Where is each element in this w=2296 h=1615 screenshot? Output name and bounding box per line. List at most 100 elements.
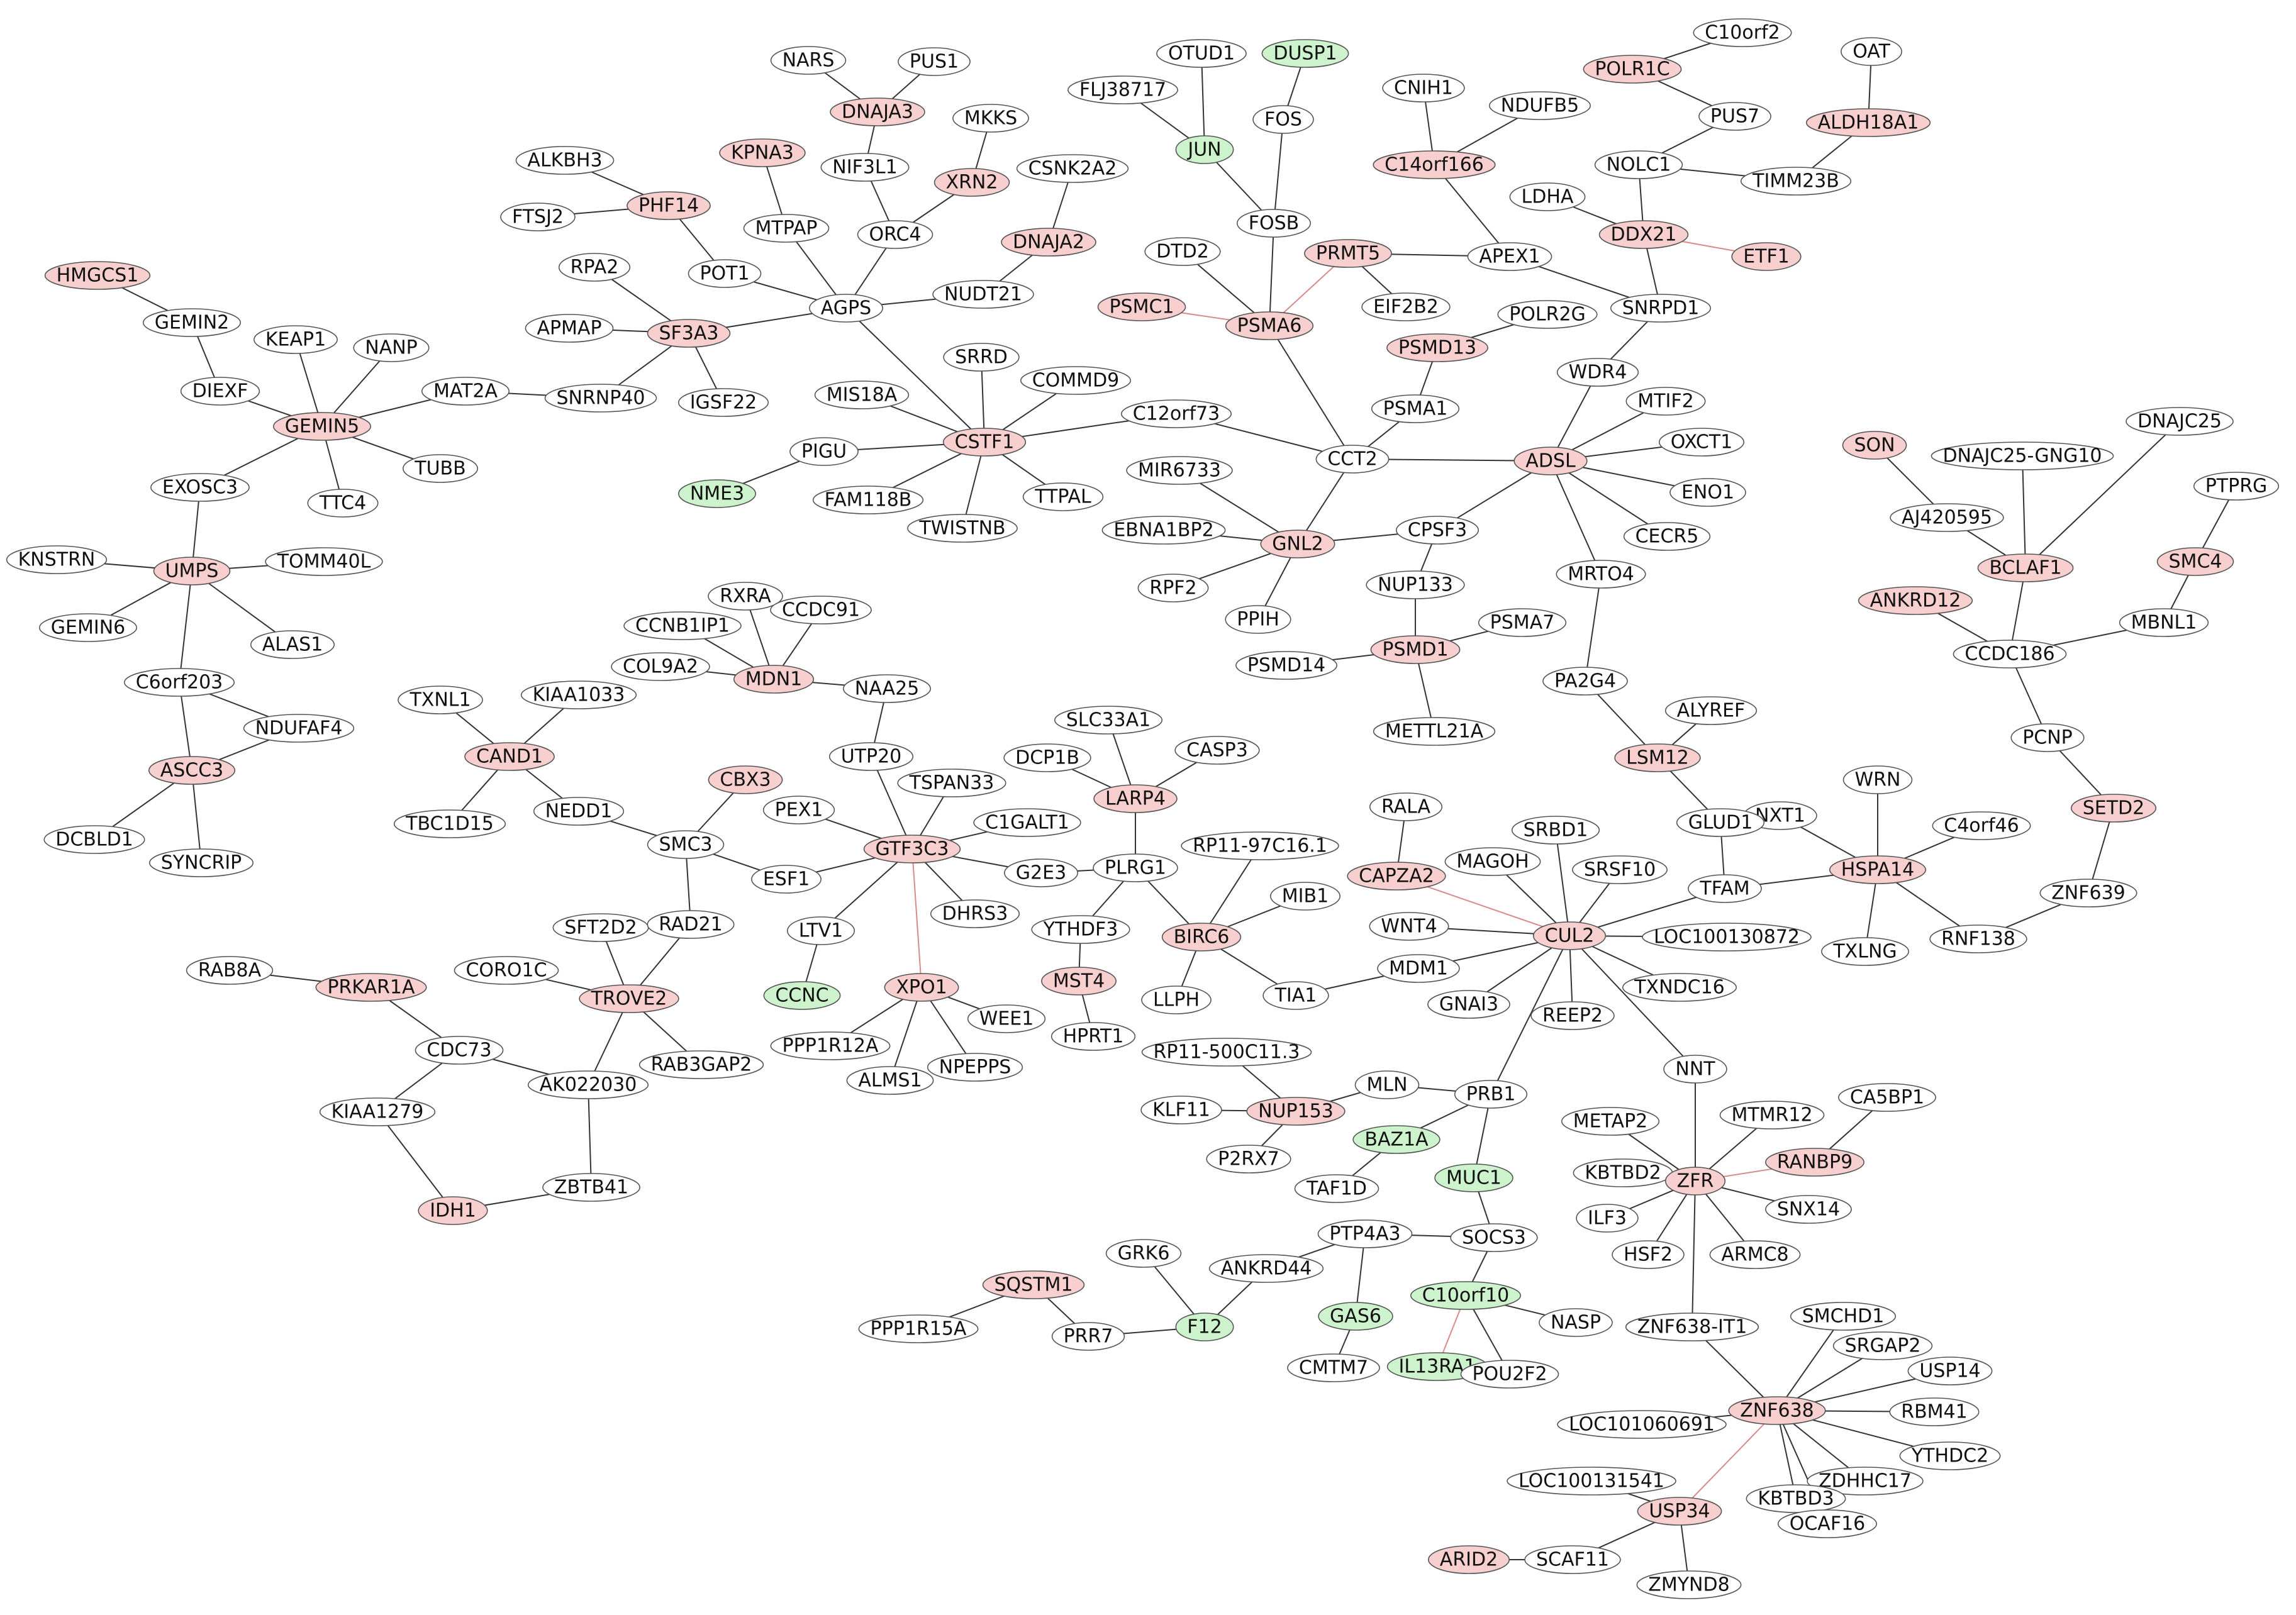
node-kiaa1033[interactable]: KIAA1033: [520, 680, 637, 709]
node-rp11-500c11-3[interactable]: RP11-500C11.3: [1141, 1038, 1312, 1067]
node-rnf138[interactable]: RNF138: [1929, 924, 2027, 953]
node-npepps[interactable]: NPEPPS: [927, 1053, 1023, 1082]
node-phf14[interactable]: PHF14: [627, 191, 711, 220]
node-rab8a[interactable]: RAB8A: [186, 956, 274, 985]
node-snx14[interactable]: SNX14: [1765, 1195, 1852, 1224]
node-mkks[interactable]: MKKS: [952, 104, 1029, 133]
node-trove2[interactable]: TROVE2: [579, 984, 679, 1013]
node-umps[interactable]: UMPS: [153, 557, 231, 586]
node-bclaf1[interactable]: BCLAF1: [1977, 553, 2074, 582]
node-ptprg[interactable]: PTPRG: [2193, 472, 2280, 501]
node-c10orf10[interactable]: C10orf10: [1410, 1281, 1522, 1310]
node-llph[interactable]: LLPH: [1141, 985, 1212, 1014]
node-usp34[interactable]: USP34: [1637, 1497, 1722, 1526]
node-setd2[interactable]: SETD2: [2070, 794, 2157, 823]
node-xpo1[interactable]: XPO1: [884, 973, 959, 1002]
node-tbc1d15[interactable]: TBC1D15: [393, 809, 506, 838]
node-alkbh3[interactable]: ALKBH3: [515, 146, 615, 175]
node-alas1[interactable]: ALAS1: [250, 630, 335, 659]
node-igsf22[interactable]: IGSF22: [677, 388, 769, 417]
node-alms1[interactable]: ALMS1: [846, 1066, 934, 1095]
node-apex1[interactable]: APEX1: [1467, 242, 1552, 271]
node-cdc73[interactable]: CDC73: [415, 1036, 504, 1065]
node-hspa14[interactable]: HSPA14: [1829, 855, 1927, 884]
node-psma6[interactable]: PSMA6: [1225, 311, 1314, 340]
node-c14orf166[interactable]: C14orf166: [1373, 150, 1496, 179]
node-cstf1[interactable]: CSTF1: [942, 428, 1027, 457]
node-smc3[interactable]: SMC3: [647, 830, 725, 859]
node-zdhhc17[interactable]: ZDHHC17: [1807, 1467, 1924, 1496]
node-alyref[interactable]: ALYREF: [1664, 696, 1758, 725]
node-ttc4[interactable]: TTC4: [307, 489, 379, 518]
node-cct2[interactable]: CCT2: [1315, 445, 1390, 474]
node-nedd1[interactable]: NEDD1: [533, 797, 625, 826]
node-klf11[interactable]: KLF11: [1140, 1096, 1222, 1124]
node-psmc1[interactable]: PSMC1: [1097, 292, 1186, 321]
node-gas6[interactable]: GAS6: [1318, 1302, 1393, 1331]
node-csnk2a2[interactable]: CSNK2A2: [1016, 154, 1129, 183]
node-smchd1[interactable]: SMCHD1: [1790, 1302, 1897, 1331]
node-prmt5[interactable]: PRMT5: [1304, 239, 1392, 268]
node-cul2[interactable]: CUL2: [1532, 921, 1607, 950]
node-grk6[interactable]: GRK6: [1105, 1239, 1182, 1268]
node-ccdc91[interactable]: CCDC91: [770, 596, 872, 624]
node-xrn2[interactable]: XRN2: [933, 168, 1010, 197]
node-ttpal[interactable]: TTPAL: [1022, 482, 1104, 511]
node-ca5bp1[interactable]: CA5BP1: [1838, 1083, 1936, 1112]
node-ebna1bp2[interactable]: EBNA1BP2: [1101, 516, 1226, 545]
node-prkar1a[interactable]: PRKAR1A: [315, 973, 427, 1002]
node-ocaf16[interactable]: OCAF16: [1777, 1509, 1878, 1538]
node-coro1c[interactable]: CORO1C: [454, 956, 559, 985]
node-tia1[interactable]: TIA1: [1262, 981, 1329, 1010]
node-ythdf3[interactable]: YTHDF3: [1031, 915, 1130, 944]
node-gtf3c3[interactable]: GTF3C3: [863, 835, 961, 863]
node-ftsj2[interactable]: FTSJ2: [500, 203, 576, 231]
node-keap1[interactable]: KEAP1: [254, 325, 338, 354]
node-apmap[interactable]: APMAP: [525, 314, 614, 343]
node-rp11-97c16-1[interactable]: RP11-97C16.1: [1181, 831, 1339, 860]
node-tomm40l[interactable]: TOMM40L: [265, 547, 383, 576]
node-kbtbd3[interactable]: KBTBD3: [1746, 1484, 1846, 1513]
node-rxra[interactable]: RXRA: [708, 582, 783, 611]
node-muc1[interactable]: MUC1: [1434, 1163, 1513, 1192]
node-nme3[interactable]: NME3: [678, 479, 756, 508]
node-rad21[interactable]: RAD21: [647, 910, 735, 939]
node-mbnl1[interactable]: MBNL1: [2119, 608, 2209, 637]
node-wee1[interactable]: WEE1: [967, 1004, 1046, 1033]
node-mdm1[interactable]: MDM1: [1377, 954, 1460, 983]
node-ltv1[interactable]: LTV1: [786, 916, 855, 945]
node-gemin5[interactable]: GEMIN5: [272, 412, 372, 441]
node-rpa2[interactable]: RPA2: [558, 253, 631, 282]
node-rpf2[interactable]: RPF2: [1137, 574, 1209, 602]
node-son[interactable]: SON: [1842, 431, 1907, 460]
node-loc100131541[interactable]: LOC100131541: [1507, 1467, 1676, 1496]
node-dnajc25[interactable]: DNAJC25: [2126, 407, 2234, 436]
node-pus1[interactable]: PUS1: [898, 47, 971, 76]
node-mat2a[interactable]: MAT2A: [421, 377, 510, 406]
node-dusp1[interactable]: DUSP1: [1261, 39, 1349, 68]
node-ppp1r15a[interactable]: PPP1R15A: [858, 1314, 979, 1343]
node-dnaja2[interactable]: DNAJA2: [1001, 228, 1096, 257]
node-fosb[interactable]: FOSB: [1236, 209, 1312, 238]
node-utp20[interactable]: UTP20: [828, 742, 914, 771]
node-casp3[interactable]: CASP3: [1174, 736, 1260, 765]
node-srrd[interactable]: SRRD: [943, 343, 1020, 372]
node-col9a2[interactable]: COL9A2: [611, 652, 710, 681]
node-mtpap[interactable]: MTPAP: [743, 214, 830, 243]
node-fam118b[interactable]: FAM118B: [812, 486, 924, 514]
node-sft2d2[interactable]: SFT2D2: [552, 913, 649, 942]
node-txlng[interactable]: TXLNG: [1821, 937, 1909, 966]
node-ccdc186[interactable]: CCDC186: [1953, 640, 2067, 669]
node-cbx3[interactable]: CBX3: [708, 765, 783, 794]
node-flj38717[interactable]: FLJ38717: [1067, 75, 1178, 104]
node-dnaja3[interactable]: DNAJA3: [830, 97, 925, 126]
node-ccnb1ip1[interactable]: CCNB1IP1: [623, 611, 742, 640]
node-psmd13[interactable]: PSMD13: [1386, 333, 1488, 362]
node-mrto4[interactable]: MRTO4: [1556, 560, 1646, 589]
node-psmd1[interactable]: PSMD1: [1370, 635, 1461, 664]
node-agps[interactable]: AGPS: [809, 294, 883, 323]
node-orc4[interactable]: ORC4: [857, 220, 933, 249]
node-snrnp40[interactable]: SNRNP40: [544, 384, 657, 413]
node-znf638[interactable]: ZNF638: [1728, 1396, 1826, 1425]
node-oxct1[interactable]: OXCT1: [1658, 428, 1745, 457]
